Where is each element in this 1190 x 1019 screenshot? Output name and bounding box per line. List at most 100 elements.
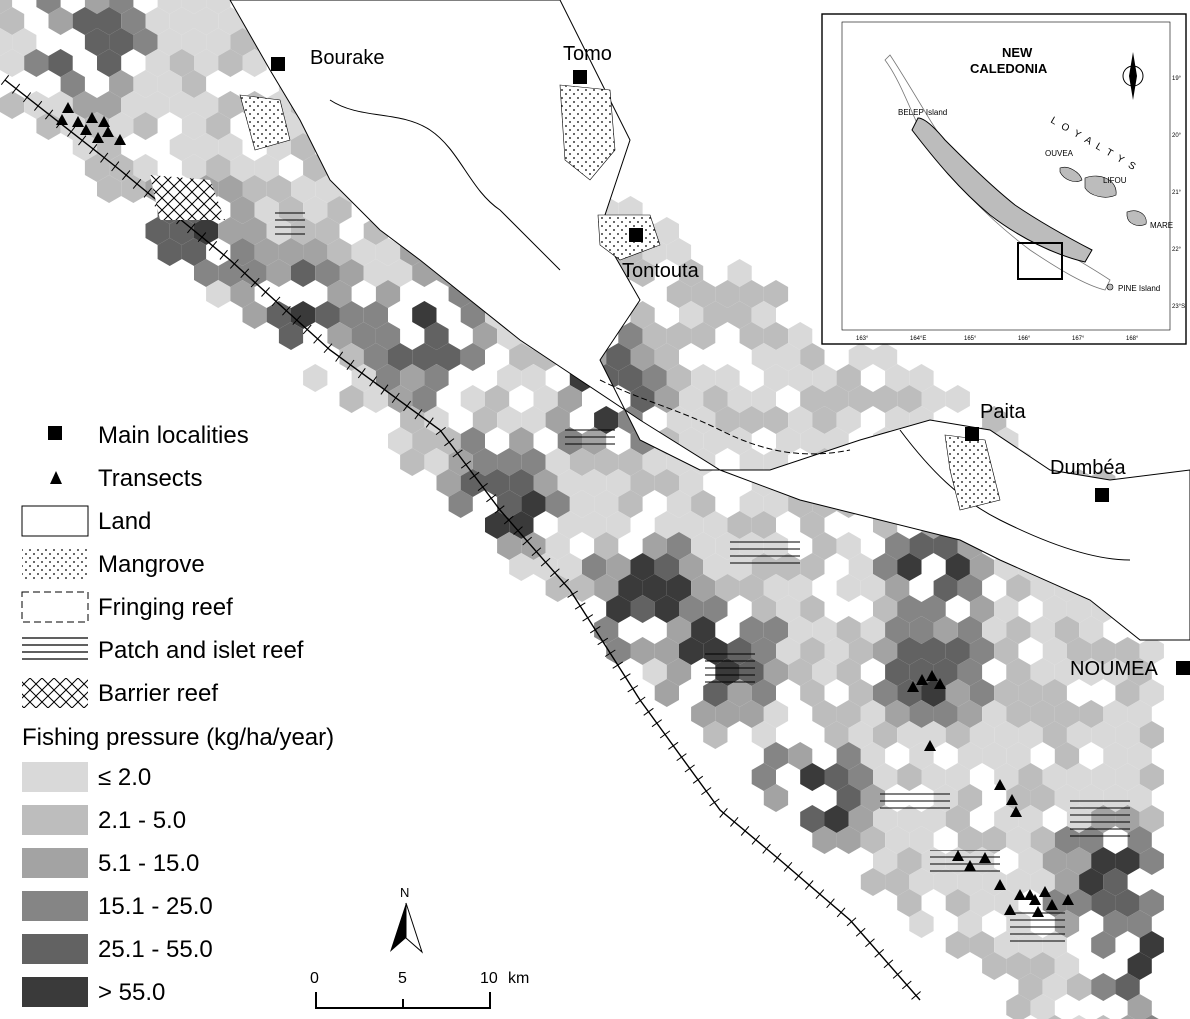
hex-cell <box>424 322 449 350</box>
hex-cell <box>72 7 97 35</box>
barrier-reef-tick <box>901 980 912 990</box>
hex-cell <box>303 238 328 266</box>
hex-cell <box>400 448 425 476</box>
legend-label-transects: Transects <box>98 465 202 492</box>
hex-cell <box>194 49 219 77</box>
hex-cell <box>109 28 134 56</box>
barrier-reef-tick <box>612 661 624 669</box>
legend-swatch-class-2 <box>22 848 88 878</box>
hex-cell <box>897 595 922 623</box>
hex-cell <box>957 616 983 644</box>
barrier-reef-tick <box>567 590 578 598</box>
hex-cell <box>763 742 789 770</box>
hex-cell <box>121 7 146 35</box>
hex-cell <box>363 385 388 413</box>
inset-lat-tick-2: 21° <box>1172 190 1182 196</box>
hex-cell <box>1006 994 1031 1019</box>
hex-cell <box>654 469 679 497</box>
hex-cell <box>0 91 25 119</box>
transect-marker <box>98 116 110 127</box>
locality-marker-tomo <box>573 70 587 84</box>
hex-cell <box>1115 847 1140 875</box>
hex-cell <box>679 637 704 665</box>
barrier-reef-tick <box>219 249 228 260</box>
hex-cell <box>945 721 970 749</box>
hex-cell <box>897 721 922 749</box>
north-arrow-label: N <box>400 885 409 900</box>
hex-cell <box>291 259 316 287</box>
hex-cell <box>1018 973 1043 1001</box>
hex-cell <box>630 301 655 329</box>
hex-cell <box>788 574 813 602</box>
hex-cell <box>327 322 352 350</box>
hex-cell <box>824 637 849 665</box>
legend-label-class-5: > 55.0 <box>98 979 165 1006</box>
coast-detail-1 <box>329 99 561 271</box>
hex-cell <box>994 805 1019 833</box>
barrier-reef-tick <box>855 927 866 937</box>
barrier-reef-tick <box>676 753 687 762</box>
legend-label-mangrove: Mangrove <box>98 551 205 578</box>
barrier-reef-tick <box>701 787 712 796</box>
hex-cell <box>727 259 752 287</box>
hex-cell <box>751 511 776 539</box>
hex-cell <box>412 385 437 413</box>
hex-cell <box>1018 847 1043 875</box>
barrier-reef-tick <box>250 277 260 288</box>
legend-label-patch-reef: Patch and islet reef <box>98 637 304 664</box>
hex-cell <box>218 217 243 245</box>
hex-cell <box>812 700 837 728</box>
hex-cell <box>145 91 170 119</box>
transect-marker <box>964 860 976 871</box>
barrier-reef-tick <box>122 170 131 181</box>
hex-cell <box>739 322 764 350</box>
hex-cell <box>933 574 958 602</box>
hex-cell <box>715 574 740 602</box>
scale-and-north: N 0 5 10 km <box>310 885 529 1009</box>
hex-cell <box>1066 763 1092 791</box>
legend-swatch-patch-reef <box>22 637 88 660</box>
barrier-reef-tick <box>883 959 894 969</box>
hex-cell <box>254 238 279 266</box>
hex-cell <box>533 385 558 413</box>
inset-label-lifou: LIFOU <box>1103 176 1127 185</box>
hex-cell <box>206 112 231 140</box>
hex-cell <box>800 595 825 623</box>
hex-cell <box>763 406 789 434</box>
transect-marker <box>56 114 68 125</box>
hex-cell <box>1139 637 1164 665</box>
hex-cell <box>169 91 194 119</box>
hex-cell <box>897 805 922 833</box>
barrier-reef-tick <box>865 938 875 948</box>
hex-cell <box>351 238 376 266</box>
hex-cell <box>642 448 667 476</box>
hex-cell <box>206 280 231 308</box>
barrier-reef-tick <box>651 719 662 728</box>
hex-cell <box>1006 742 1031 770</box>
hex-cell <box>679 511 704 539</box>
hex-cell <box>533 553 558 581</box>
hex-cell <box>157 238 182 266</box>
hex-cell <box>715 280 740 308</box>
hex-cell <box>727 427 752 455</box>
hex-cell <box>691 280 716 308</box>
hex-cell <box>315 217 340 245</box>
barrier-reef-tick <box>604 649 616 657</box>
hex-cell <box>1139 847 1164 875</box>
hex-cell <box>424 406 449 434</box>
hex-cell <box>1091 889 1116 917</box>
hex-cell <box>84 154 110 182</box>
hex-cell <box>327 280 352 308</box>
hex-cell <box>230 196 255 224</box>
hex-cell <box>157 28 182 56</box>
hex-cell <box>230 154 255 182</box>
hex-cell <box>957 826 983 854</box>
transect-marker <box>926 670 938 681</box>
hex-cell <box>969 931 995 959</box>
hex-cell <box>1139 721 1164 749</box>
hex-cell <box>1066 973 1092 1001</box>
barrier-reef-patch <box>150 175 225 220</box>
barrier-reef-tick <box>261 287 270 297</box>
barrier-reef-tick <box>794 871 803 881</box>
